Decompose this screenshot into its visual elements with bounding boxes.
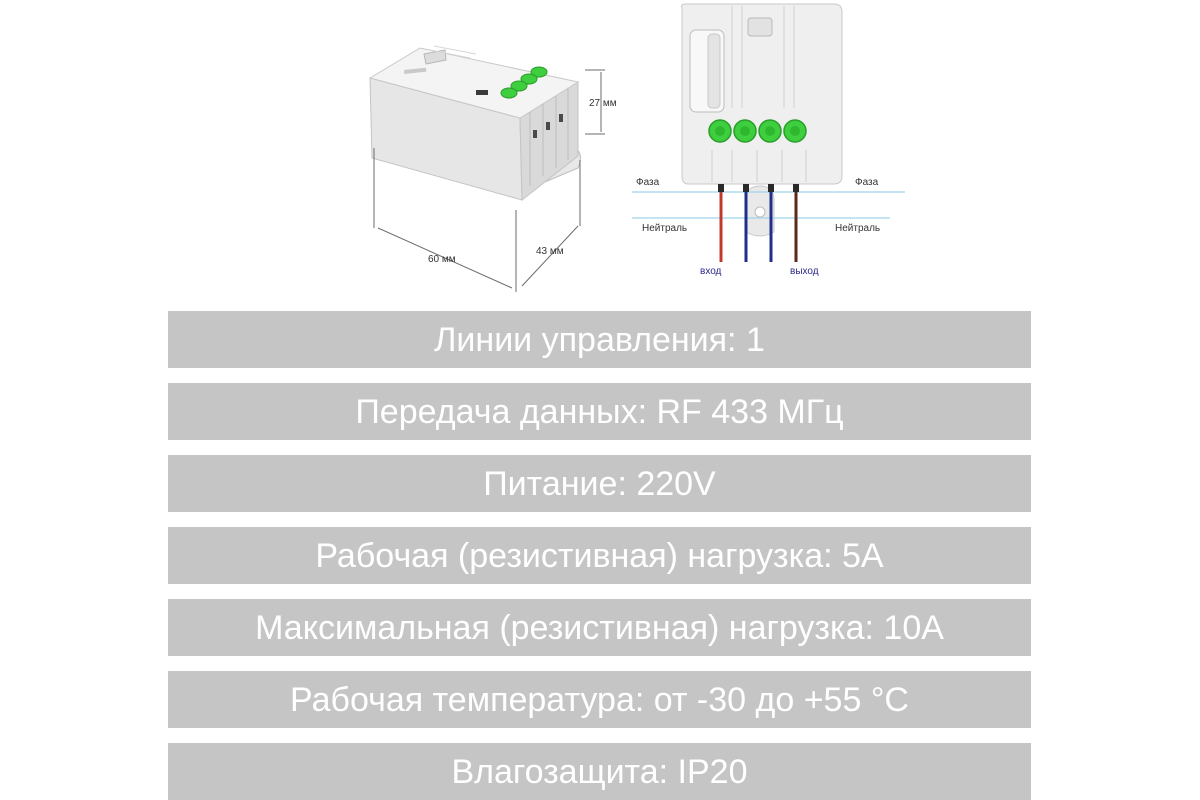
- terminal-buttons: [708, 119, 807, 143]
- spec-list: Линии управления: 1 Передача данных: RF …: [168, 311, 1031, 800]
- input-label: вход: [700, 266, 722, 277]
- spec-operating-temperature: Рабочая температура: от -30 до +55 °С: [168, 671, 1031, 728]
- neutral-right-label: Нейтраль: [835, 223, 880, 234]
- output-label: выход: [790, 266, 819, 277]
- terminal-buttons-3d: [500, 66, 548, 99]
- wiring-diagram: Фаза Фаза Нейтраль Нейтраль вход выход: [632, 3, 905, 277]
- length-dimension-label: 60 мм: [428, 254, 456, 265]
- spec-moisture-protection: Влагозащита: IP20: [168, 743, 1031, 800]
- spec-max-load: Максимальная (резистивная) нагрузка: 10А: [168, 599, 1031, 656]
- relay-module-3d: 27 мм 60 мм 43 мм: [368, 45, 617, 292]
- spec-power-supply: Питание: 220V: [168, 455, 1031, 512]
- product-illustration: 27 мм 60 мм 43 мм: [0, 0, 1200, 305]
- spec-data-transmission: Передача данных: RF 433 МГц: [168, 383, 1031, 440]
- height-dimension-label: 27 мм: [589, 98, 617, 109]
- spec-operating-load: Рабочая (резистивная) нагрузка: 5А: [168, 527, 1031, 584]
- width-dimension-label: 43 мм: [536, 246, 564, 257]
- neutral-left-label: Нейтраль: [642, 223, 687, 234]
- spec-control-lines: Линии управления: 1: [168, 311, 1031, 368]
- phase-right-label: Фаза: [855, 177, 879, 188]
- phase-left-label: Фаза: [636, 177, 660, 188]
